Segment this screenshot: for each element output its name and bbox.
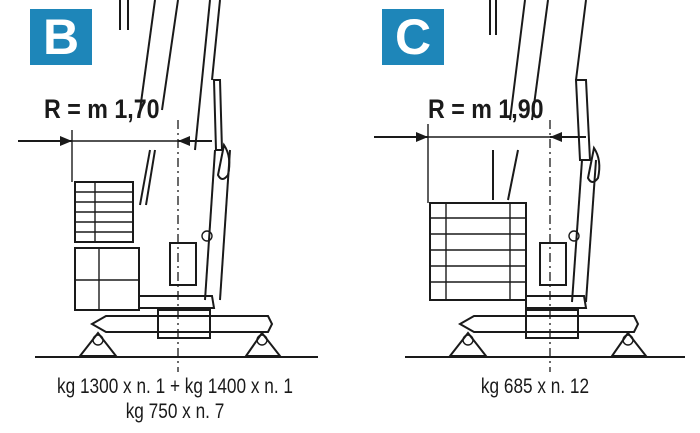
crane-diagram-c bbox=[374, 0, 685, 372]
panel-b-label-badge: B bbox=[30, 9, 92, 65]
panel-c-caption-line1: kg 685 x n. 12 bbox=[480, 375, 590, 398]
panel-b-caption-line1: kg 1300 x n. 1 + kg 1400 x n. 1 bbox=[56, 375, 293, 398]
panel-c-radius-label: R = m 1,90 bbox=[428, 94, 544, 124]
crane-diagram-b bbox=[18, 0, 318, 372]
panel-b-caption-line2: kg 750 x n. 7 bbox=[125, 400, 225, 423]
panel-c: C R = m 1,90 kg 685 x n. 12 bbox=[350, 0, 700, 433]
panel-b: B R = m 1,70 kg 1300 x n. 1 + kg 1400 x … bbox=[18, 0, 318, 423]
panel-b-radius-label: R = m 1,70 bbox=[44, 94, 160, 124]
panel-c-label-badge: C bbox=[382, 9, 444, 65]
